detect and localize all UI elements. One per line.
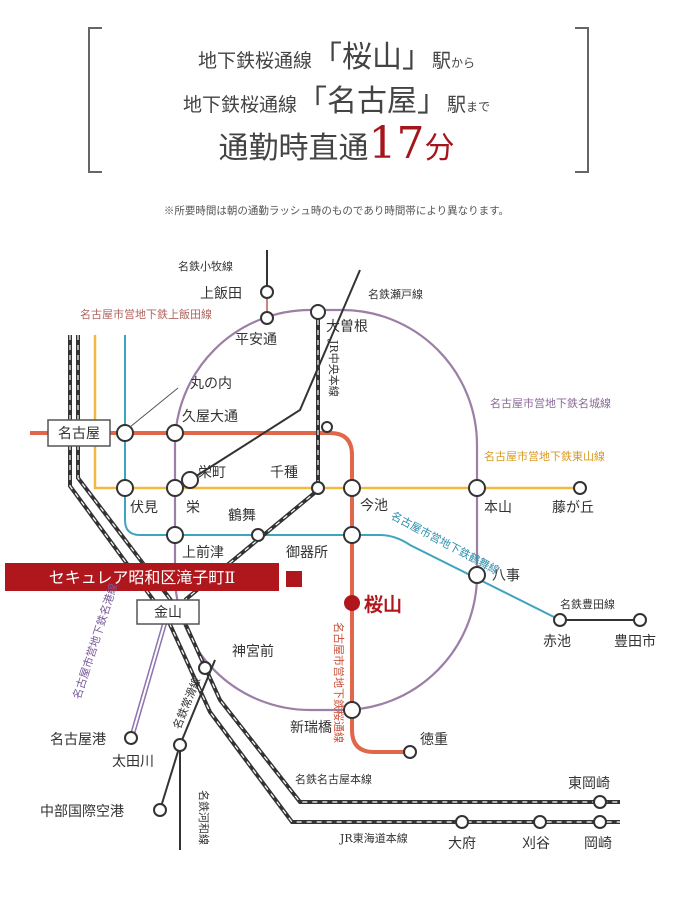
- line-label-meiko: 名古屋市営地下鉄名港線: [70, 582, 121, 701]
- station-fushimi: [116, 479, 134, 497]
- nagoya-box: [47, 419, 111, 447]
- station-label-higashiokazaki: 東岡崎: [568, 776, 610, 792]
- station-label-kamiiida: 上飯田: [200, 285, 242, 302]
- station-tsurumai: [251, 528, 265, 542]
- station-label-gokiso: 御器所: [286, 545, 328, 561]
- line-label-kamiiida: 名古屋市営地下鉄上飯田線: [80, 307, 212, 321]
- station-seto-junction: [321, 421, 333, 433]
- station-tokushige: [403, 745, 417, 759]
- station-kariya: [533, 815, 547, 829]
- station-label-okazaki: 岡崎: [584, 836, 612, 852]
- headline-commute-time: 通勤時直通17分: [218, 118, 455, 169]
- sakura-line: [30, 431, 410, 754]
- line-label-sakura: 名古屋市営地下鉄桜通線: [332, 622, 346, 743]
- line-label-kowa: 名鉄河和線: [197, 790, 211, 845]
- station-label-kariya: 刈谷: [522, 836, 550, 852]
- station-motoyama: [468, 479, 486, 497]
- station-label-tsurumai: 鶴舞: [228, 507, 256, 524]
- station-label-kanayama: 金山: [154, 605, 182, 621]
- timing-note: ※所要時間は朝の通勤ラッシュ時のものであり時間帯により異なります。: [163, 205, 510, 217]
- tsurumai-line: [124, 335, 640, 621]
- station-label-kamimaezu: 上前津: [182, 544, 224, 561]
- station-label-fushimi: 伏見: [130, 500, 158, 516]
- line-label-tokaido: JR東海道本線: [339, 831, 408, 845]
- station-label-jingumae: 神宮前: [232, 643, 274, 660]
- station-label-sakae: 栄: [186, 500, 200, 516]
- line-label-seto: 名鉄瀬戸線: [368, 287, 423, 301]
- line-label-toyota: 名鉄豊田線: [560, 597, 615, 611]
- property-marker: [286, 571, 302, 587]
- station-label-motoyama: 本山: [484, 500, 512, 516]
- station-gokiso: [343, 526, 361, 544]
- station-jingumae: [198, 661, 212, 675]
- property-label: セキュレア昭和区滝子町Ⅱ: [49, 568, 236, 587]
- station-label-ozone: 大曽根: [326, 319, 368, 335]
- kanayama-box: [136, 599, 200, 625]
- seto-line: [189, 269, 361, 481]
- headline-line-2: 地下鉄桜通線「名古屋」駅まで: [182, 84, 491, 119]
- left-bracket: [88, 27, 102, 173]
- station-toyotashi: [633, 613, 647, 627]
- line-label-meitetsu-main: 名鉄名古屋本線: [295, 772, 372, 786]
- station-label-chikusa: 千種: [270, 465, 298, 481]
- station-yagoto: [468, 566, 486, 584]
- station-imaike: [343, 479, 361, 497]
- line-label-meijo: 名古屋市営地下鉄名城線: [490, 396, 611, 410]
- property-label-box: [5, 563, 279, 591]
- station-kamimaezu: [166, 526, 184, 544]
- station-nagoyako: [124, 731, 138, 745]
- station-ozone: [310, 304, 326, 320]
- station-label-sakaemachi: 栄町: [198, 465, 226, 481]
- line-label-komaki: 名鉄小牧線: [178, 259, 233, 273]
- header: 地下鉄桜通線「桜山」駅から 地下鉄桜通線「名古屋」駅まで 通勤時直通17分: [0, 0, 673, 200]
- station-label-yagoto: 八事: [492, 568, 520, 584]
- station-label-fujigaoka: 藤が丘: [552, 500, 594, 516]
- station-label-hisaya: 久屋大通: [182, 409, 238, 425]
- station-label-tokushige: 徳重: [420, 732, 448, 748]
- station-label-imaike: 今池: [360, 498, 388, 514]
- station-label-otagawa: 太田川: [112, 754, 154, 770]
- higashiyama-line: [93, 335, 580, 490]
- station-label-chubu: 中部国際空港: [40, 804, 124, 820]
- station-label-akaike: 赤池: [543, 634, 571, 650]
- station-label-sakurayama: 桜山: [364, 593, 402, 616]
- station-sakae: [166, 479, 184, 497]
- meijo-line: [173, 308, 479, 712]
- station-higashiokazaki: [593, 795, 607, 809]
- station-aratamabashi: [343, 701, 361, 719]
- line-label-higashiyama: 名古屋市営地下鉄東山線: [484, 449, 605, 463]
- station-akaike: [553, 613, 567, 627]
- station-heiandori: [260, 311, 274, 325]
- station-hisaya: [166, 424, 184, 442]
- station-chikusa: [311, 481, 325, 495]
- station-kamiiida: [260, 285, 274, 299]
- station-sakurayama: [344, 595, 360, 611]
- station-label-aratamabashi: 新瑞橋: [290, 720, 332, 736]
- station-sakaemachi: [181, 471, 199, 489]
- headline-line-1: 地下鉄桜通線「桜山」駅から: [197, 40, 476, 75]
- station-okazaki: [593, 815, 607, 829]
- station-label-nagoya: 名古屋: [58, 426, 100, 442]
- station-label-toyotashi: 豊田市: [614, 633, 656, 650]
- station-label-obu: 大府: [448, 836, 476, 852]
- station-otagawa: [173, 738, 187, 752]
- station-chubu-airport: [153, 803, 167, 817]
- station-obu: [455, 815, 469, 829]
- station-label-marunouchi: 丸の内: [190, 376, 232, 392]
- station-label-heianddori: 平安通: [235, 332, 277, 348]
- station-label-nagoyako: 名古屋港: [50, 732, 106, 748]
- station-fujigaoka: [573, 481, 587, 495]
- line-label-chuo: JR中央本線: [327, 339, 341, 397]
- right-bracket: [575, 27, 589, 173]
- station-marunouchi: [116, 424, 134, 442]
